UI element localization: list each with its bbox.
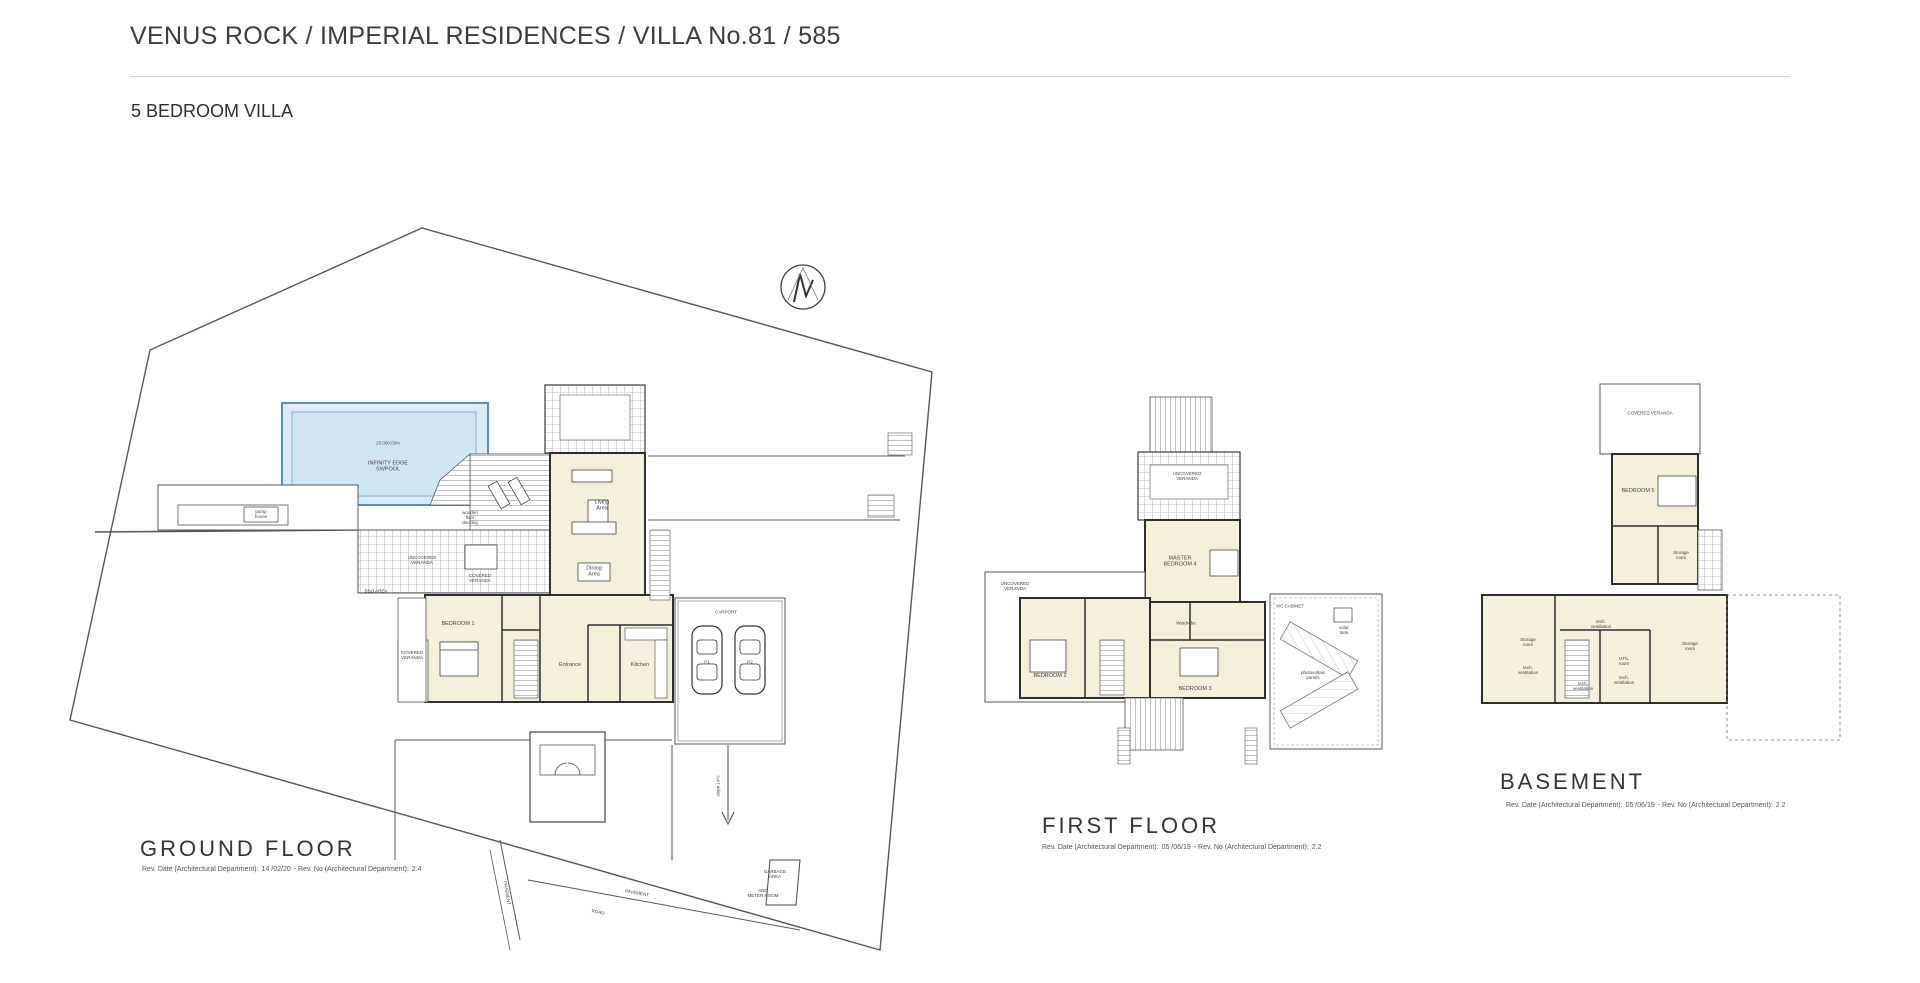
bedroom-3-label: BEDROOM 3	[1178, 685, 1212, 692]
covered-veranda-label: COVERED VERANDA	[400, 649, 424, 660]
basement-plan	[1481, 383, 1841, 741]
bs-tech-vent-low-label: tech. ventilation	[1572, 680, 1594, 691]
bs-tech-vent-left-label: tech. ventilation	[1517, 664, 1539, 675]
page-subtitle: 5 BEDROOM VILLA	[131, 101, 294, 121]
photovoltaic-label: photovoltaic panels	[1300, 669, 1326, 680]
bs-covered-veranda-label: COVERED VERANDA	[1627, 410, 1673, 416]
bbq-label: BBQ AREA	[364, 588, 388, 594]
meter-room-label: AND METER ROOM	[747, 887, 779, 898]
master-bedroom-label: MASTER BEDROOM 4	[1163, 555, 1197, 568]
wardrobe-label: Wardrobe	[1176, 620, 1196, 626]
site-boundary	[69, 227, 933, 951]
north-arrow-icon	[780, 264, 826, 310]
garbage-area-label: GARBAGE AREA	[763, 868, 787, 879]
dining-area-label: Dining Area	[586, 565, 602, 578]
carport-label: CARPORT	[715, 609, 737, 615]
title-divider	[130, 76, 1790, 77]
uncovered-veranda-label: UNCOVERED VERANDA	[407, 554, 437, 565]
bs-storage-right-label: Storage room	[1682, 640, 1698, 651]
first-floor-title: FIRST FLOOR	[1042, 813, 1221, 838]
bs-tech-vent-mid-label: tech. ventilation	[1590, 618, 1612, 629]
slope-label: slope 14%	[715, 775, 721, 797]
page-title: VENUS ROCK / IMPERIAL RESIDENCES / VILLA…	[130, 22, 841, 50]
bs-storage-top-label: Storage room	[1673, 549, 1689, 560]
bedroom-1-label: BEDROOM 1	[441, 620, 475, 627]
basement-title: BASEMENT	[1500, 769, 1646, 794]
pump-house-label: pump house	[254, 508, 268, 519]
entrance-label: Entrance	[558, 661, 582, 668]
bs-utility-label: UTIL room	[1618, 655, 1630, 666]
basement-revision: Rev. Date (Architectural Department):05 …	[1506, 802, 1786, 809]
ground-floor-revision: Rev. Date (Architectural Department):14 …	[142, 866, 422, 873]
car-icon	[734, 625, 766, 695]
ground-floor-title: GROUND FLOOR	[140, 836, 356, 861]
bs-tech-vent-right-label: tech. ventilation	[1613, 674, 1635, 685]
pool-area-label: 23.000.00m	[376, 440, 400, 446]
decking-label: wooden floor decking	[462, 510, 478, 526]
kitchen-label: Kitchen	[630, 661, 650, 668]
solar-tank-label: solar tank	[1339, 624, 1349, 635]
living-area-label: Living Area	[594, 499, 610, 512]
ac-cabinet-label: A/C CABINET	[1275, 603, 1305, 609]
ff-uncovered-veranda-left-label: UNCOVERED VERANDA	[1000, 580, 1030, 591]
first-floor-revision: Rev. Date (Architectural Department):05 …	[1042, 844, 1322, 851]
parking-p2-label: P2	[747, 659, 753, 665]
bedroom-5-label: BEDROOM 5	[1621, 487, 1655, 494]
bs-storage-left-label: Storage room	[1520, 636, 1536, 647]
pool-label: INFINITY EDGE SWPOOL	[368, 460, 408, 473]
covered-veranda-top-label: COVERED VERANDA	[468, 572, 492, 583]
parking-p1-label: P1	[704, 659, 710, 665]
car-icon	[691, 625, 723, 695]
ff-uncovered-veranda-top-label: UNCOVERED VERANDA	[1172, 470, 1202, 481]
first-floor-plan	[984, 396, 1383, 765]
ground-floor-plan	[69, 227, 933, 951]
bedroom-2-label: BEDROOM 2	[1033, 672, 1067, 679]
